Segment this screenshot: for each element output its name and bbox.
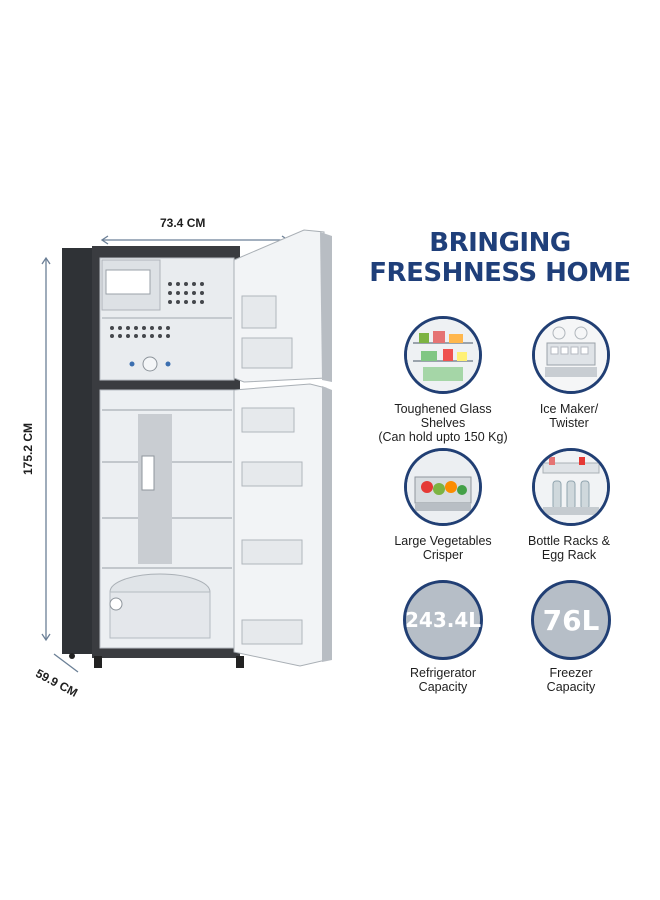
feature-caption-ice-maker: Ice Maker/Twister <box>539 402 599 430</box>
glass-shelves-thumbnail <box>404 316 482 394</box>
freezer-capacity-badge: 76L <box>531 580 611 660</box>
height-dimension-label: 175.2 CM <box>21 422 35 476</box>
feature-caption-glass-shelves: Toughened Glass Shelves(Can hold upto 15… <box>378 402 508 444</box>
fridge-illustration <box>20 200 350 700</box>
ice-maker-thumbnail <box>532 316 610 394</box>
bottle-racks-thumbnail <box>532 448 610 526</box>
width-dimension-label: 73.4 CM <box>160 216 206 230</box>
refrigerator-capacity-badge: 243.4L <box>403 580 483 660</box>
headline-line-2: FRESHNESS HOME <box>369 258 631 288</box>
headline-line-1: BRINGING <box>429 228 571 258</box>
refrigerator-image <box>41 229 332 673</box>
feature-caption-bottle-racks: Bottle Racks &Egg Rack <box>528 534 610 562</box>
vegetable-crisper-thumbnail <box>404 448 482 526</box>
